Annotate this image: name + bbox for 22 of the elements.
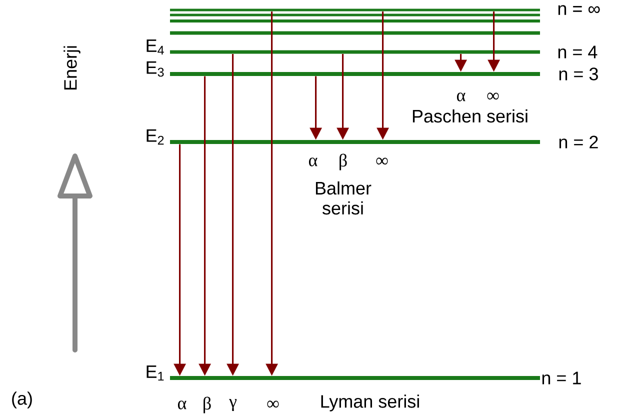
figure-label: (a) xyxy=(12,392,32,408)
energy-level-line xyxy=(170,20,540,22)
energy-level-line xyxy=(170,14,540,16)
series-name: Paschen serisi xyxy=(412,109,528,123)
level-label: n = 1 xyxy=(542,372,581,384)
axis-title: Enerji xyxy=(64,46,80,90)
greek-letter: α xyxy=(178,400,186,410)
greek-letter: β xyxy=(204,396,211,414)
energy-label: E$_{1}$ xyxy=(146,365,164,381)
level-label: n = 4 xyxy=(558,46,598,58)
greek-letter: γ xyxy=(229,398,237,412)
energy-label: E$_{2}$ xyxy=(146,129,164,145)
energy-label: E$_{4}$ xyxy=(146,39,164,55)
level-label: n = 2 xyxy=(559,136,598,148)
level-label: n = 3 xyxy=(559,68,598,80)
series-name: Balmer serisi xyxy=(316,181,372,215)
greek-letter: ∞ xyxy=(487,92,499,100)
greek-letter: α xyxy=(456,92,466,102)
level-label: n = ∞ xyxy=(558,5,600,15)
energy-level-line xyxy=(170,8,540,12)
greek-letter: ∞ xyxy=(267,400,279,408)
energy-label: E$_{3}$ xyxy=(146,61,164,77)
